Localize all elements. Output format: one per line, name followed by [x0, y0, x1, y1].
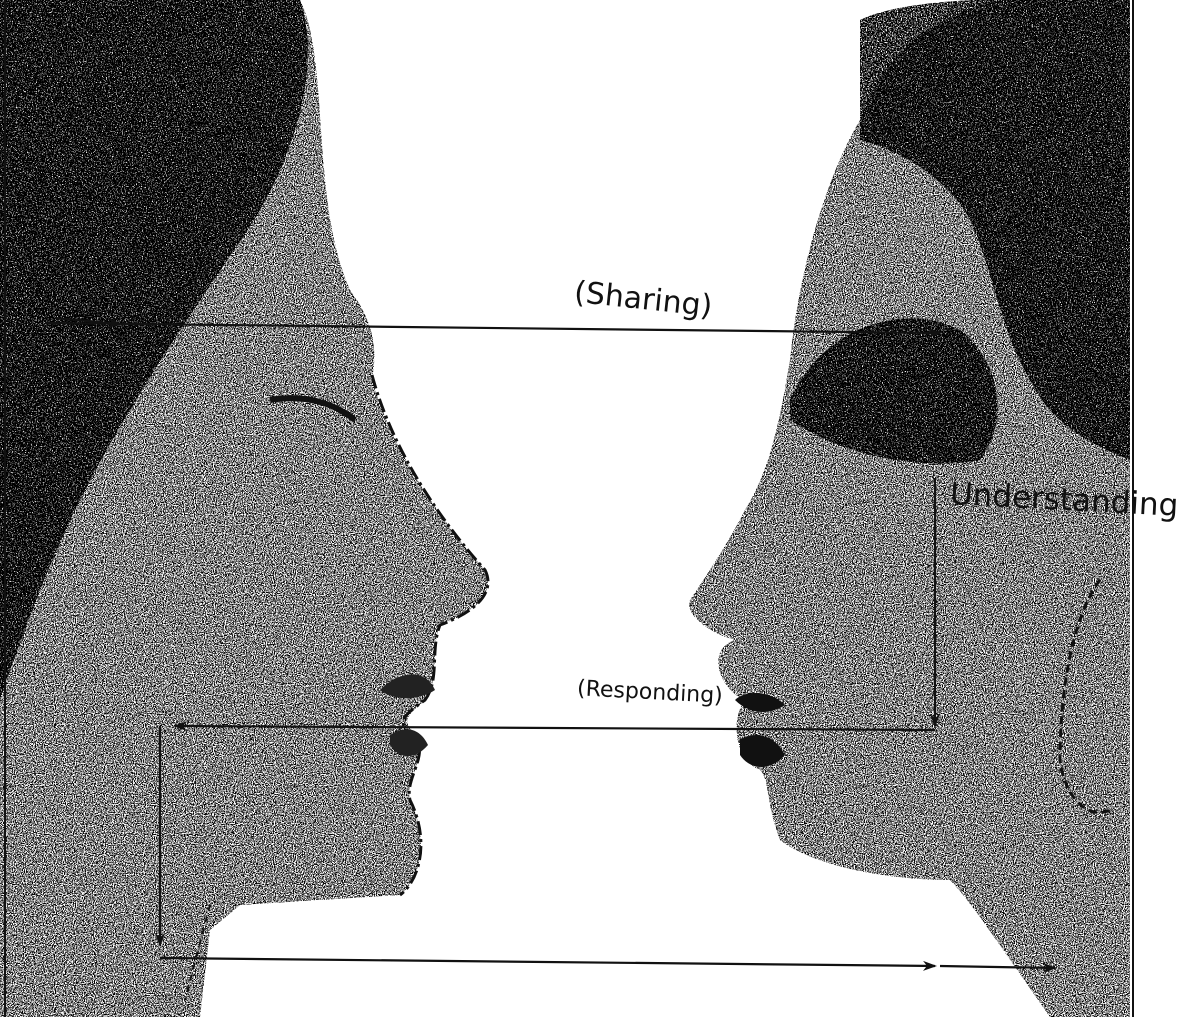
left-face-illustration — [0, 0, 488, 1017]
return-arrow-across — [160, 958, 935, 966]
